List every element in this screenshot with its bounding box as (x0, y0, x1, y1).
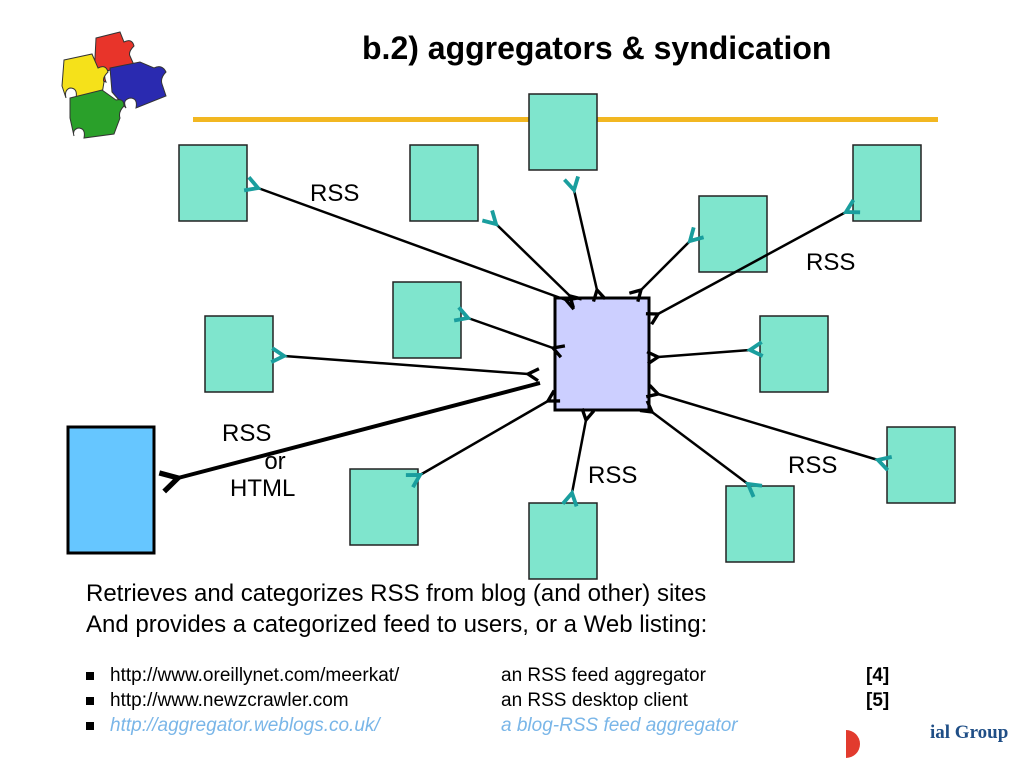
description: Retrieves and categorizes RSS from blog … (86, 578, 707, 640)
label-rss-bottom-right: RSS (788, 452, 838, 479)
label-rss-right: RSS (806, 249, 856, 276)
arrow-site-5 (641, 241, 690, 290)
site-box-8 (759, 315, 829, 393)
arrow-site-2 (496, 224, 570, 296)
site-box-4 (852, 144, 922, 222)
puzzle-pieces-icon (61, 31, 167, 139)
site-box-3 (528, 93, 598, 171)
site-box-2 (409, 144, 479, 222)
syndication-diagram (66, 93, 956, 580)
arrow-site-12 (652, 412, 748, 484)
aggregator-box (553, 296, 651, 412)
arrow-site-3 (574, 190, 597, 290)
site-box-12 (725, 485, 795, 563)
reference-description: an RSS feed aggregator (501, 665, 706, 686)
reference-description: a blog-RSS feed aggregator (501, 715, 738, 736)
site-box-7 (204, 315, 274, 393)
swoosh-icon (846, 730, 860, 758)
footer-logo-text: ial Group (930, 722, 1009, 743)
description-line-2: And provides a categorized feed to users… (86, 611, 708, 638)
arrow-site-10 (420, 401, 548, 475)
label-rss-top: RSS (310, 180, 360, 207)
label-rss-or-html: RSS or HTML (222, 420, 318, 503)
site-box-6 (392, 281, 462, 359)
arrow-site-9 (658, 394, 878, 460)
bullet-icon (86, 722, 94, 730)
site-box-10 (349, 468, 419, 546)
client-box (66, 425, 156, 555)
reference-citation: [5] (866, 690, 890, 711)
arrow-site-8 (658, 350, 750, 357)
label-rss-or-html-line2: or (264, 447, 286, 475)
reference-url[interactable]: http://www.oreillynet.com/meerkat/ (110, 665, 400, 686)
arrow-to-client (178, 381, 541, 478)
bullet-icon (86, 697, 94, 705)
description-line-1: Retrieves and categorizes RSS from blog … (86, 580, 707, 607)
label-rss-bottom: RSS (588, 462, 638, 489)
site-box-11 (528, 502, 598, 580)
site-box-1 (178, 144, 248, 222)
arrow-site-6 (468, 318, 553, 348)
arrow-site-4 (658, 212, 846, 314)
slide-title: b.2) aggregators & syndication (362, 30, 832, 66)
reference-url[interactable]: http://www.newzcrawler.com (110, 690, 349, 711)
site-box-9 (886, 426, 956, 504)
arrow-site-11 (572, 420, 586, 493)
bullet-icon (86, 672, 94, 680)
reference-link[interactable]: http://aggregator.weblogs.co.uk/ (110, 715, 380, 736)
label-rss-or-html-line1: RSS (222, 420, 272, 447)
footer-logo: ial Group (832, 722, 1022, 758)
arrow-site-7 (284, 356, 528, 374)
reference-citation: [4] (866, 665, 890, 686)
reference-description: an RSS desktop client (501, 690, 688, 711)
label-rss-or-html-line3: HTML (230, 475, 296, 503)
